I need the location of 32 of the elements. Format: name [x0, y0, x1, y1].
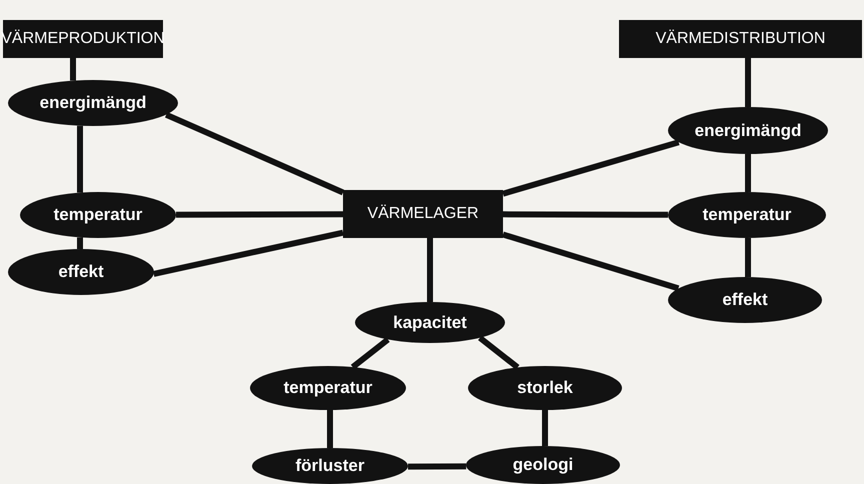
connector-line: [502, 139, 680, 197]
node-label: storlek: [517, 378, 573, 398]
node-label: effekt: [722, 290, 768, 310]
node-label: temperatur: [284, 378, 372, 398]
connector-line: [77, 126, 83, 193]
connector-line: [503, 211, 668, 218]
node-label: VÄRMEDISTRIBUTION: [656, 30, 826, 48]
connector-line: [542, 410, 548, 446]
node-label: VÄRMELAGER: [367, 205, 479, 223]
connector-line: [502, 232, 680, 292]
connector-line: [745, 238, 751, 277]
node-label: temperatur: [702, 205, 792, 225]
connector-line: [408, 463, 466, 470]
connector-line: [153, 230, 344, 277]
node-label: geologi: [512, 455, 574, 475]
connector-line: [327, 410, 333, 448]
connector-line: [350, 337, 390, 370]
connector-line: [70, 58, 76, 81]
label-box: [619, 20, 862, 58]
node-label: energimängd: [40, 93, 146, 113]
node-label: kapacitet: [393, 312, 467, 332]
label-box: [343, 190, 503, 238]
connector-line: [164, 112, 344, 196]
node-label: förluster: [296, 456, 364, 476]
connector-line: [176, 211, 343, 218]
node-label: effekt: [58, 262, 104, 282]
connector-line: [745, 154, 751, 192]
node-label: energimängd: [694, 120, 802, 140]
node-label: temperatur: [54, 205, 142, 225]
connector-line: [77, 237, 83, 249]
connector-line: [427, 238, 433, 302]
connector-line: [745, 58, 751, 107]
